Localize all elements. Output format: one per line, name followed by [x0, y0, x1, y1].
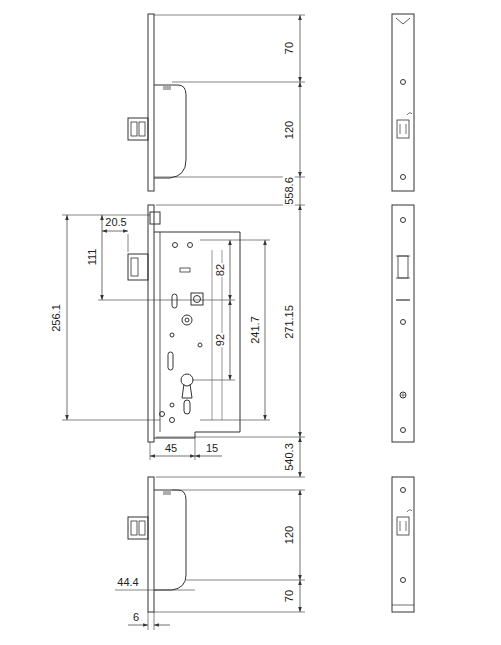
dimension-label: 70 — [283, 589, 295, 603]
dimension-label: 558.6 — [283, 176, 295, 206]
dimension-label: 82 — [214, 263, 226, 277]
dimension-label: 6 — [132, 611, 140, 623]
dimension-label: 44.4 — [116, 576, 139, 588]
dimension-label: 111 — [86, 248, 98, 267]
dimension-label: 92 — [214, 333, 226, 347]
dimension-label: 241.7 — [249, 315, 261, 345]
dimension-label: 15 — [205, 442, 219, 454]
dimension-label: 20.5 — [104, 216, 127, 228]
dimension-label: 45 — [164, 442, 178, 454]
dimension-label: 540.3 — [283, 442, 295, 472]
dimension-label: 120 — [283, 525, 295, 545]
dimension-label: 70 — [283, 41, 295, 55]
dimension-label: 256.1 — [50, 303, 62, 333]
dimension-label: 271.15 — [283, 304, 295, 340]
dimension-label: 120 — [283, 120, 295, 140]
